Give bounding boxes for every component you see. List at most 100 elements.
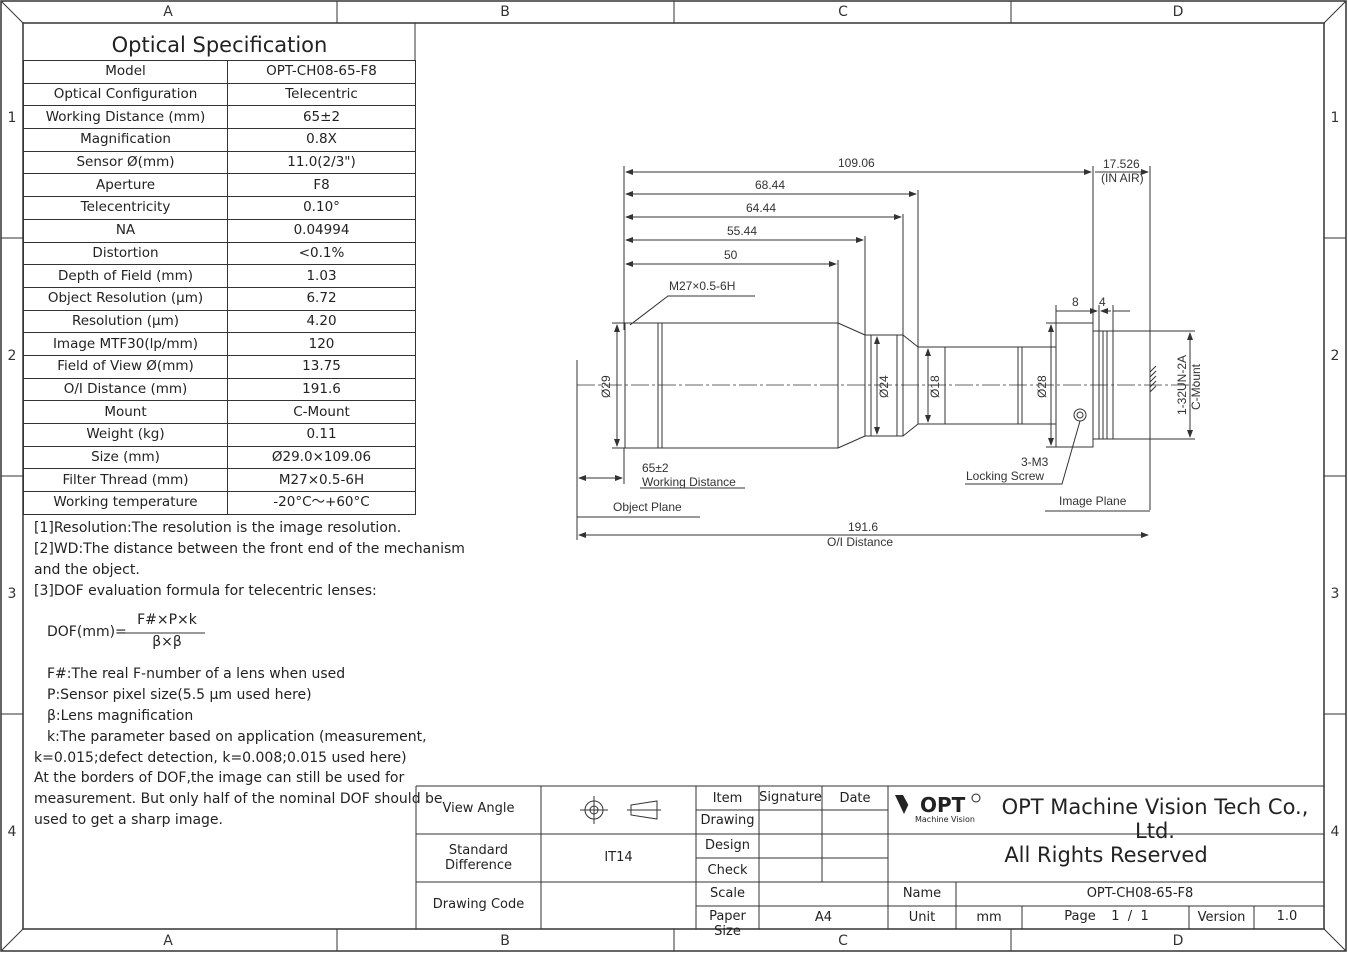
screw-spec: 3-M3 (1021, 455, 1049, 469)
view-angle-label: View Angle (442, 801, 515, 816)
item-label: Item (712, 791, 743, 806)
spec-value: 0.11 (227, 423, 416, 447)
opt-logo-icon (895, 793, 981, 814)
version-value: 1.0 (1276, 909, 1298, 924)
spec-value: 0.8X (227, 128, 416, 152)
name-value: OPT-CH08-65-F8 (1086, 886, 1194, 901)
spec-value: Telecentric (227, 82, 416, 107)
zone-label-right-4: 4 (1330, 824, 1340, 840)
spec-row: Weight (kg)0.11 (23, 423, 416, 447)
zone-label-right-1: 1 (1330, 110, 1340, 126)
zone-label-bottom-a: A (163, 933, 173, 949)
formula-bar (125, 632, 205, 634)
drawing-row-label: Drawing (700, 813, 755, 828)
zone-label-bottom-b: B (500, 933, 510, 949)
spec-key: O/I Distance (mm) (23, 377, 228, 402)
zone-label-right-2: 2 (1330, 348, 1340, 364)
dim-68-44: 68.44 (755, 178, 785, 192)
note-dof: [3]DOF evaluation formula for telecentri… (34, 583, 377, 599)
formula-numerator: F#×P×k (137, 612, 197, 628)
spec-value: 13.75 (227, 354, 416, 379)
page-value: 1 / 1 (1111, 909, 1149, 924)
spec-value: 11.0(2/3") (227, 150, 416, 175)
image-plane-label: Image Plane (1059, 494, 1127, 508)
dim-55-44: 55.44 (727, 224, 757, 238)
spec-row: O/I Distance (mm)191.6 (23, 377, 416, 402)
dim-4: 4 (1099, 295, 1106, 309)
spec-title: Optical Specification (111, 33, 328, 57)
zone-label-left-3: 3 (7, 586, 17, 602)
spec-key: Depth of Field (mm) (23, 264, 228, 288)
note-tail-line1: At the borders of DOF,the image can stil… (34, 770, 405, 786)
zone-label-top-a: A (163, 4, 173, 20)
zone-label-top-c: C (838, 4, 848, 20)
note-tail-line2: measurement. But only half of the nomina… (34, 791, 443, 807)
note-p-def: P:Sensor pixel size(5.5 μm used here) (47, 687, 312, 703)
paper-size-label: Paper Size (709, 909, 746, 939)
note-tail-line3: used to get a sharp image. (34, 812, 223, 828)
zone-label-top-d: D (1172, 4, 1184, 20)
spec-value: 0.10° (227, 196, 416, 220)
spec-key: Object Resolution (μm) (23, 286, 228, 311)
logo-subtext: Machine Vision (915, 815, 975, 824)
scale-label: Scale (710, 886, 745, 901)
oi-distance-label: O/I Distance (827, 535, 893, 549)
signature-label: Signature (759, 790, 822, 805)
spec-key: Magnification (23, 128, 228, 152)
spec-row: Filter Thread (mm)M27×0.5-6H (23, 468, 416, 493)
zone-label-right-3: 3 (1330, 586, 1340, 602)
note-wd-line2: and the object. (34, 562, 140, 578)
drawing-code-label: Drawing Code (432, 897, 525, 912)
dim-50: 50 (724, 248, 738, 262)
wd-label: Working Distance (642, 475, 736, 489)
unit-label: Unit (908, 910, 936, 925)
spec-value: -20°C～+60°C (227, 491, 416, 515)
zone-label-left-2: 2 (7, 348, 17, 364)
dia-18-label: Ø18 (928, 375, 942, 398)
spec-row: Working temperature-20°C～+60°C (23, 491, 416, 515)
object-plane-label: Object Plane (613, 500, 682, 514)
dim-back-focus: 17.526 (1103, 157, 1140, 171)
note-k-def-line1: k:The parameter based on application (me… (47, 729, 427, 745)
note-k-def-line2: k=0.015;defect detection, k=0.008;0.015 … (34, 750, 407, 766)
oi-distance-value: 191.6 (848, 520, 878, 534)
spec-value: 191.6 (227, 377, 416, 402)
std-diff-label-line1: Standard (448, 843, 509, 858)
name-label: Name (902, 886, 942, 901)
spec-row: Depth of Field (mm)1.03 (23, 264, 416, 288)
dia-29-label: Ø29 (599, 375, 613, 398)
note-wd-line1: [2]WD:The distance between the front end… (34, 541, 465, 557)
std-diff-value: IT14 (604, 850, 633, 865)
zone-label-left-4: 4 (7, 824, 17, 840)
formula-denominator: β×β (152, 634, 182, 650)
first-angle-projection-icon (580, 796, 661, 824)
spec-value: 120 (227, 332, 416, 356)
rights-notice: All Rights Reserved (1004, 843, 1208, 867)
mount-thread-label: 1-32UN-2A (1175, 355, 1189, 415)
spec-value: F8 (227, 173, 416, 198)
unit-value: mm (976, 910, 1002, 925)
spec-key: Working temperature (23, 491, 228, 515)
dim-back-focus-note: (IN AIR) (1101, 171, 1144, 185)
dim-total-length: 109.06 (838, 156, 875, 170)
zone-label-top-b: B (500, 4, 510, 20)
wd-value: 65±2 (642, 461, 669, 475)
check-row-label: Check (707, 863, 748, 878)
screw-label: Locking Screw (966, 469, 1044, 483)
zone-label-bottom-c: C (838, 933, 848, 949)
dia-24-label: Ø24 (877, 375, 891, 398)
logo-text: OPT (920, 793, 966, 817)
dia-28-label: Ø28 (1035, 375, 1049, 398)
paper-size-value: A4 (814, 910, 833, 925)
date-label: Date (839, 791, 871, 806)
design-row-label: Design (705, 838, 750, 853)
page-label: Page (1064, 909, 1096, 924)
note-resolution: [1]Resolution:The resolution is the imag… (34, 520, 402, 536)
filter-thread-label: M27×0.5-6H (669, 279, 735, 293)
